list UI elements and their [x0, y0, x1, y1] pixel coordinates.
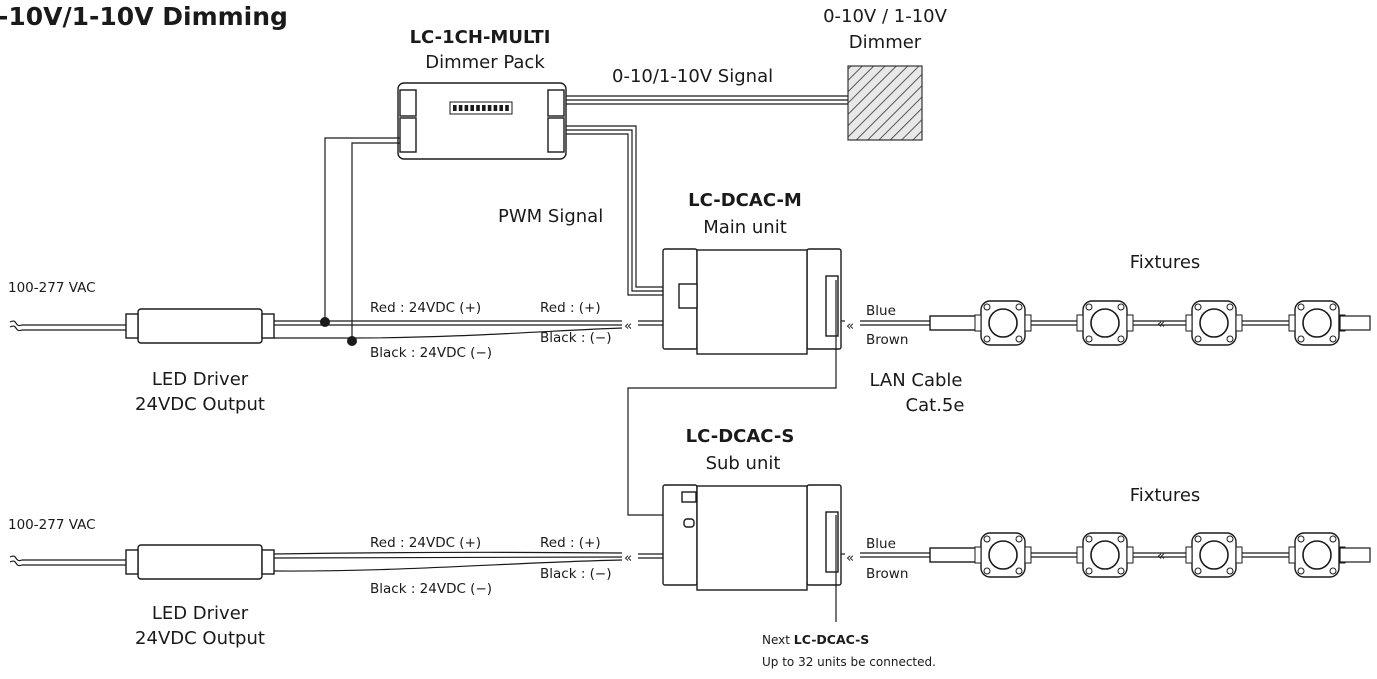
next-name: LC-DCAC-S	[794, 632, 870, 647]
lan-label-line2: Cat.5e	[906, 395, 965, 416]
fixture	[1076, 532, 1134, 578]
lan-label-line1: LAN Cable	[869, 370, 962, 391]
sub-unit: LC-DCAC-S Sub unit	[662, 426, 842, 591]
svg-text:«: «	[846, 550, 854, 566]
driver-1-line1: LED Driver	[152, 369, 249, 390]
blue-label-2: Blue	[866, 536, 896, 552]
black-label-1: Black : (−)	[540, 330, 612, 346]
next-unit-note: Up to 32 units be connected.	[762, 655, 936, 669]
dimmer-label-line2: Dimmer	[849, 32, 922, 53]
dimmer-pack-name: LC-1CH-MULTI	[410, 27, 551, 48]
driver-2-line1: LED Driver	[152, 603, 249, 624]
signal-label: 0-10/1-10V Signal	[612, 66, 773, 87]
fixture	[1185, 300, 1243, 346]
svg-text:«: «	[1157, 548, 1165, 564]
dimmer-pack: LC-1CH-MULTI Dimmer Pack	[397, 27, 567, 160]
dimmer-device: 0-10V / 1-10V Dimmer	[823, 6, 948, 141]
pwm-label: PWM Signal	[498, 206, 603, 227]
sub-unit-name: LC-DCAC-S	[686, 426, 795, 447]
dimmer-box	[847, 65, 923, 141]
next-unit-label: Next LC-DCAC-S	[762, 632, 869, 647]
svg-text:«: «	[1157, 316, 1165, 332]
driver-2-line2: 24VDC Output	[135, 628, 265, 649]
diagram-title: -10V/1-10V Dimming	[0, 2, 288, 31]
black-24-label-2: Black : 24VDC (−)	[370, 581, 492, 597]
red-label-2: Red : (+)	[540, 535, 601, 551]
red-label-1: Red : (+)	[540, 300, 601, 316]
svg-text:«: «	[624, 318, 632, 334]
main-unit-name: LC-DCAC-M	[688, 190, 802, 211]
fixture	[1288, 532, 1346, 578]
svg-text:«: «	[624, 550, 632, 566]
fixtures-label-2: Fixtures	[1130, 485, 1201, 506]
blue-label-1: Blue	[866, 303, 896, 319]
red-24-label-2: Red : 24VDC (+)	[370, 535, 481, 551]
ac-label-2: 100-277 VAC	[8, 517, 96, 533]
red-24-label-1: Red : 24VDC (+)	[370, 300, 481, 316]
fixture	[974, 532, 1032, 578]
main-unit: LC-DCAC-M Main unit	[662, 190, 842, 355]
fixture	[1288, 300, 1346, 346]
main-unit-sub: Main unit	[703, 217, 787, 238]
led-driver-2	[125, 544, 275, 580]
brown-label-1: Brown	[866, 332, 908, 348]
fixtures-label-1: Fixtures	[1130, 252, 1201, 273]
fixture	[1076, 300, 1134, 346]
led-driver-1	[125, 308, 275, 344]
black-24-label-1: Black : 24VDC (−)	[370, 345, 492, 361]
brown-label-2: Brown	[866, 566, 908, 582]
next-prefix: Next	[762, 633, 794, 647]
driver-1-line2: 24VDC Output	[135, 394, 265, 415]
dimmer-pack-body	[397, 82, 567, 160]
dimmer-pack-sub: Dimmer Pack	[425, 52, 545, 73]
dimmer-label-line1: 0-10V / 1-10V	[823, 6, 948, 27]
ac-label-1: 100-277 VAC	[8, 280, 96, 296]
fixture	[974, 300, 1032, 346]
black-label-2: Black : (−)	[540, 566, 612, 582]
svg-text:«: «	[846, 318, 854, 334]
sub-unit-sub: Sub unit	[706, 453, 781, 474]
fixture	[1185, 532, 1243, 578]
